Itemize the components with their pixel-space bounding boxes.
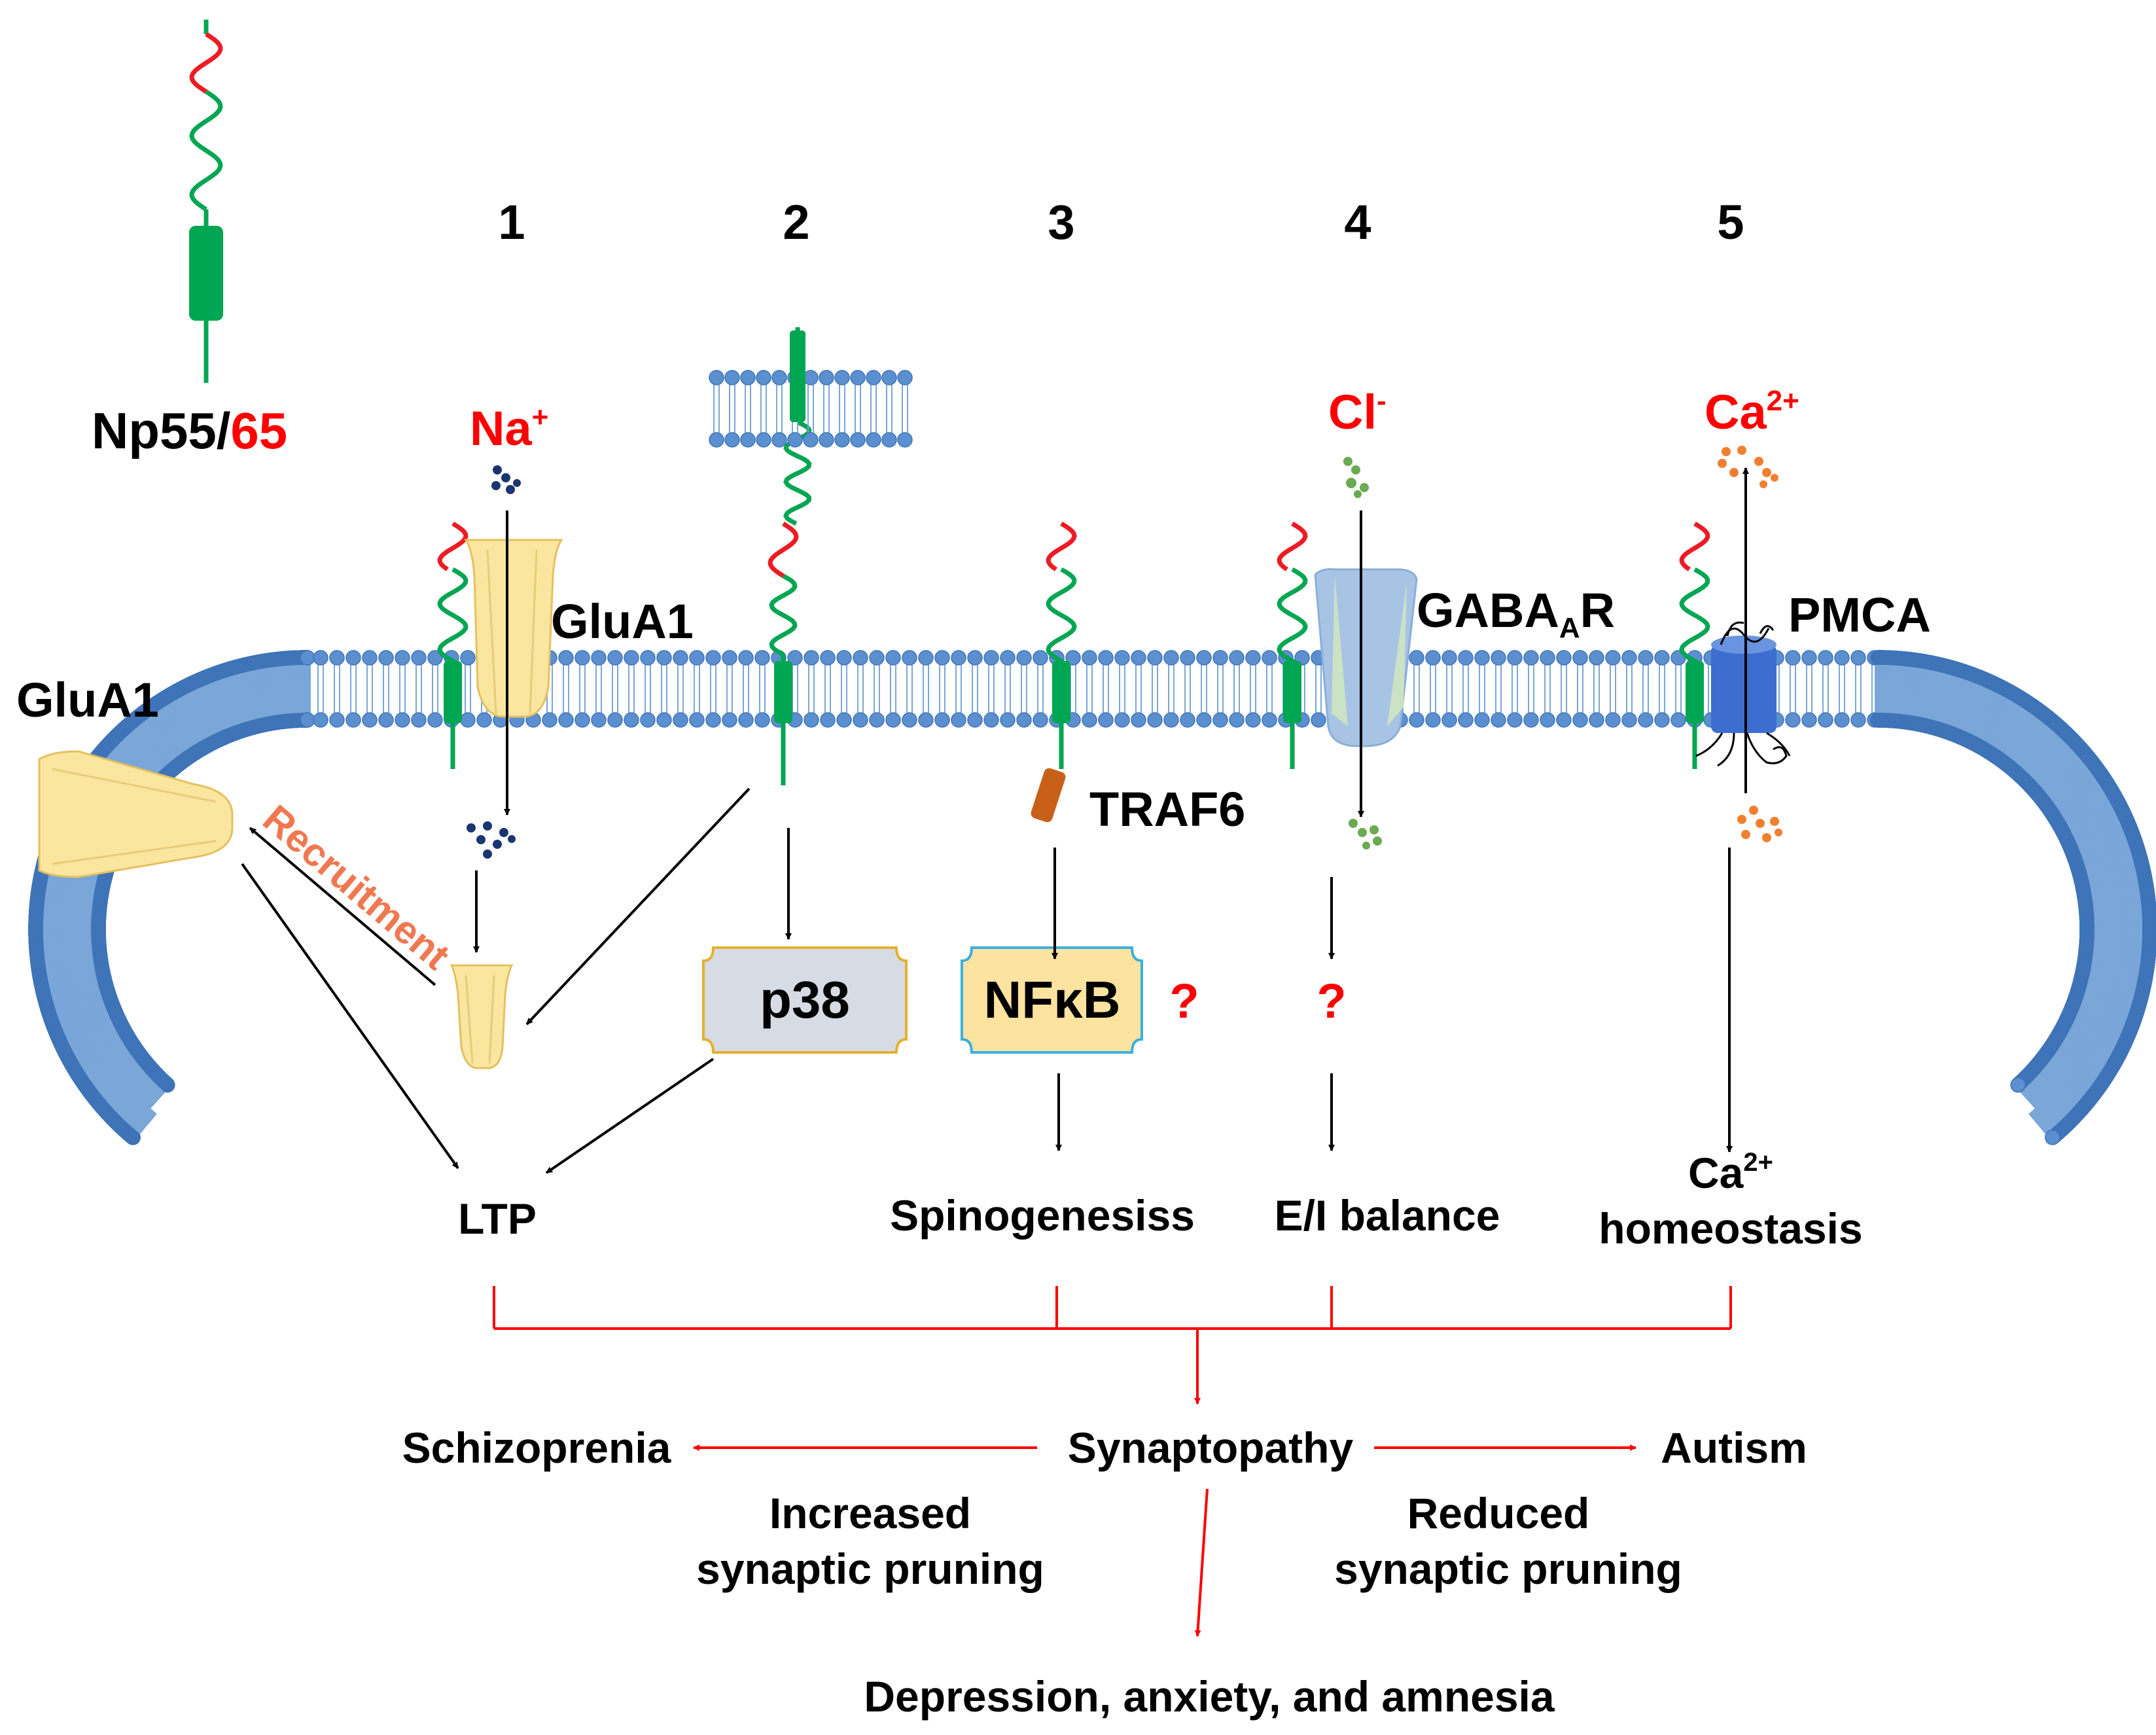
pathway-number-5: 5 xyxy=(1717,195,1744,249)
cl-ions-inside xyxy=(1349,819,1382,850)
reduced-pruning-line2: synaptic pruning xyxy=(1334,1545,1682,1593)
cl-ion-label: Cl- xyxy=(1328,385,1387,439)
pathway-number-3: 3 xyxy=(1048,195,1074,249)
increased-pruning-line2: synaptic pruning xyxy=(696,1545,1044,1593)
convergence-bracket xyxy=(494,1286,1731,1404)
nfkb-label: NFκB xyxy=(983,971,1120,1029)
cl-ions-outside xyxy=(1343,457,1369,498)
increased-pruning-line1: Increased xyxy=(769,1489,971,1537)
presynaptic-bilayer-fragment xyxy=(709,370,912,447)
np65-label: Np55/65 xyxy=(92,402,287,459)
traf6-adaptor xyxy=(1029,767,1067,824)
disorder-arrows xyxy=(694,1448,1636,1636)
ca-homeostasis-label-line2: homeostasis xyxy=(1599,1204,1862,1253)
p38-label: p38 xyxy=(760,971,850,1029)
final-outcome-label: Depression, anxiety, and amnesia xyxy=(864,1672,1555,1721)
pathway-number-1: 1 xyxy=(498,195,525,249)
recruitment-label: Recruitment xyxy=(255,796,458,978)
spinogenesis-label: Spinogenesiss xyxy=(890,1191,1195,1240)
glua1-channel-membrane xyxy=(466,540,561,717)
ca-ions-outside xyxy=(1718,446,1778,488)
gabaa-receptor xyxy=(1315,569,1417,746)
glua1-channel-intracellular xyxy=(451,965,512,1068)
synaptopathy-label: Synaptopathy xyxy=(1068,1423,1354,1472)
ca-ion-label: Ca2+ xyxy=(1705,385,1799,439)
ei-balance-label: E/I balance xyxy=(1275,1191,1500,1240)
pathway-number-2: 2 xyxy=(783,195,809,249)
ca-ions-inside xyxy=(1737,806,1782,842)
glua1-left-label: GluA1 xyxy=(16,673,159,727)
reduced-pruning-line1: Reduced xyxy=(1407,1489,1590,1537)
np65-schematic xyxy=(189,20,223,383)
ltp-label: LTP xyxy=(458,1194,537,1243)
pmca-pump xyxy=(1696,622,1790,766)
gabaar-label: GABAAR xyxy=(1417,583,1615,644)
na-ion-label: Na+ xyxy=(470,401,548,456)
pathway-number-4: 4 xyxy=(1344,195,1371,249)
ca-homeostasis-label: Ca2+ xyxy=(1688,1148,1773,1197)
na-ions-inside xyxy=(467,821,516,859)
glua1-channel-left xyxy=(39,751,232,877)
na-ions-outside xyxy=(491,465,521,494)
pmca-label: PMCA xyxy=(1788,588,1931,642)
nfkb-unknown-mark: ? xyxy=(1169,974,1199,1028)
ei-unknown-mark: ? xyxy=(1317,974,1346,1028)
schizophrenia-label: Schizoprenia xyxy=(402,1423,672,1472)
traf6-label: TRAF6 xyxy=(1089,782,1245,836)
autism-label: Autism xyxy=(1661,1423,1807,1472)
glua1-top-label: GluA1 xyxy=(551,594,694,649)
